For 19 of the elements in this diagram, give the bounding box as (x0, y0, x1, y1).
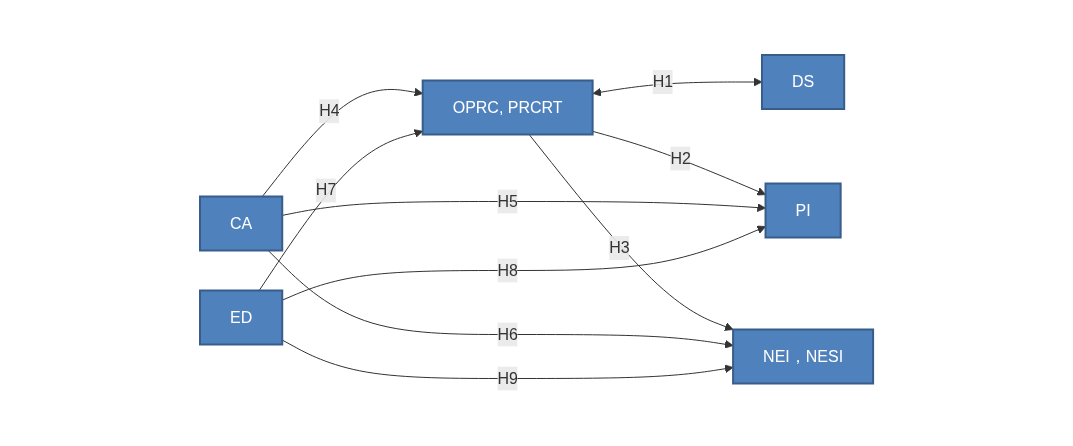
edge-label: H5 (497, 192, 518, 210)
node-box: DS (760, 54, 846, 111)
edge-label: H2 (670, 149, 691, 167)
arrow (592, 131, 766, 196)
edge-label: H6 (497, 325, 518, 343)
node-box: NEI，NESI (732, 328, 875, 385)
edge-label: H7 (315, 181, 337, 199)
edge-label: H3 (609, 239, 630, 257)
edge-label: H8 (497, 261, 518, 279)
node-box: PI (764, 182, 842, 239)
edge-label: H1 (652, 73, 674, 91)
edge-label: H9 (497, 369, 518, 387)
arrow (267, 250, 734, 349)
arrow (258, 129, 424, 292)
node-box: OPRC, PRCRT (421, 79, 594, 136)
arrow (528, 134, 734, 332)
node-box: ED (198, 289, 284, 346)
node-box: CA (198, 195, 284, 252)
edge-label: H4 (319, 102, 340, 120)
